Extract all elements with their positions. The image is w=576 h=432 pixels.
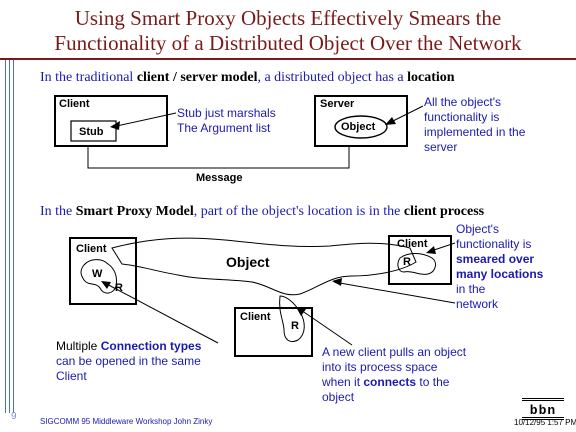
footer-datetime: 10/12/95 1:57 PM [514, 418, 576, 427]
title-rule [0, 58, 576, 60]
page-number: 9 [11, 411, 17, 422]
client-label: Client [59, 98, 90, 110]
client-box [54, 95, 168, 147]
stub-box [70, 120, 117, 142]
server-arrowhead [385, 117, 396, 125]
client-bottom-label: Client [240, 311, 271, 323]
pull-arrowhead [296, 307, 306, 316]
smear-arrow-2 [333, 281, 456, 304]
client-bottom-blob [279, 295, 305, 343]
client-right-blob [397, 253, 436, 275]
stub-label: Stub [79, 126, 104, 138]
smear-arrowhead-2 [332, 278, 342, 286]
bbn-logo-text: bbn [529, 403, 557, 418]
object-ellipse [334, 115, 388, 139]
r-label-left: R [115, 282, 123, 294]
client-left-label: Client [76, 243, 107, 255]
left-bar [5, 60, 6, 413]
client-left-blob [80, 259, 117, 294]
message-label: Message [196, 172, 243, 184]
conn-arrow [102, 281, 219, 344]
client-box-bottom [234, 307, 313, 357]
smear-arrowhead-1 [426, 246, 436, 254]
r-label-bottom: R [291, 320, 299, 332]
smeared-object-outline [111, 237, 417, 296]
w-label: W [92, 268, 103, 280]
slide-title-line2: Functionality of a Distributed Object Ov… [54, 31, 522, 55]
object-label: Object [341, 121, 376, 133]
r-label-right: R [403, 256, 411, 268]
client-box-right [388, 235, 452, 285]
client-right-label: Client [397, 238, 428, 250]
smeared-object-label: Object [226, 254, 270, 270]
stub-arrow [111, 112, 177, 128]
conn-arrowhead [101, 281, 111, 289]
message-path [87, 146, 350, 169]
slide-title-line1: Using Smart Proxy Objects Effectively Sm… [74, 6, 502, 30]
client-box-left [69, 237, 137, 305]
pull-note: A new client pulls an object into its pr… [322, 345, 467, 404]
section2-intro: In the Smart Proxy Model, part of the ob… [40, 204, 485, 219]
connection-note: Multiple Connection types can be opened … [56, 339, 202, 383]
smear-note: Object's functionality is smeared over m… [456, 222, 544, 311]
footer-workshop: SIGCOMM 95 Middleware Workshop John Zink… [40, 417, 213, 426]
server-label: Server [320, 98, 355, 110]
bbn-logo: bbn [522, 398, 564, 420]
server-note: All the object's functionality is implem… [424, 95, 526, 154]
stub-arrowhead [110, 121, 120, 130]
server-box [314, 95, 408, 147]
left-bar [13, 60, 14, 413]
left-bar [9, 60, 10, 413]
stub-note: Stub just marshals The Argument list [177, 106, 276, 135]
pull-arrow [297, 307, 353, 346]
section1-intro: In the traditional client / server model… [40, 70, 455, 85]
